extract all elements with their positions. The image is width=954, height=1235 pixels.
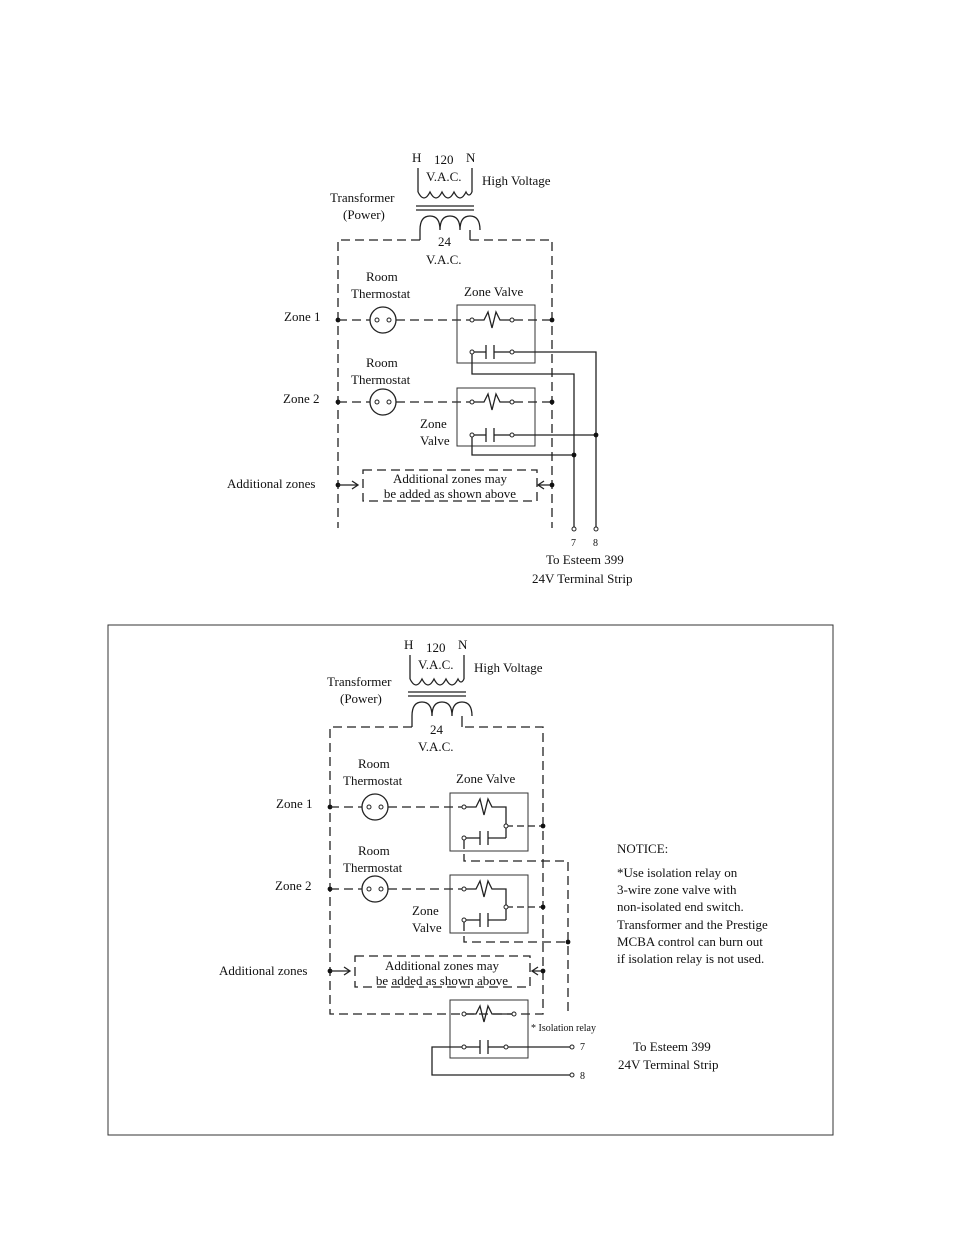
thermostat-1: [369, 306, 397, 334]
notice-line: 3-wire zone valve with: [617, 882, 737, 897]
wire-8: [514, 351, 597, 527]
label-zone-valve-2b: Valve: [420, 433, 450, 448]
label-24: 24: [438, 234, 452, 249]
bus-right: [470, 239, 553, 528]
note-additional-1: Additional zones may: [393, 471, 508, 486]
diagram-1: H 120 N V.A.C. High Voltage Transformer …: [227, 150, 632, 586]
diagram-2: H 120 N V.A.C. High Voltage Transformer …: [219, 637, 768, 1082]
label-terminal-strip: 24V Terminal Strip: [532, 571, 632, 586]
label-room-2: Room: [366, 355, 398, 370]
thermostat-2: [369, 388, 397, 416]
notice-line: non-isolated end switch.: [617, 899, 744, 914]
note-additional-2: be added as shown above: [384, 486, 516, 501]
label-zone-valve-1: Zone Valve: [464, 284, 524, 299]
notice-title: NOTICE:: [617, 841, 668, 856]
zone-valve-1: [456, 304, 536, 364]
notice-line: *Use isolation relay on: [617, 865, 738, 880]
label-additional-zones-2: Additional zones: [219, 963, 307, 978]
zone-valve-1-2: [449, 792, 544, 852]
label-additional-zones: Additional zones: [227, 476, 315, 491]
label-zone-1: Zone 1: [284, 309, 320, 324]
label-power-2: (Power): [340, 691, 382, 706]
label-vac-bottom-2: V.A.C.: [418, 739, 454, 754]
terminal-7: 7: [571, 538, 576, 549]
label-thermostat-1-2: Thermostat: [343, 773, 403, 788]
label-high-voltage: High Voltage: [482, 173, 551, 188]
label-vac-bottom: V.A.C.: [426, 252, 462, 267]
wire-7: [471, 354, 575, 527]
zone-valve-2: [456, 387, 536, 447]
label-transformer-2: Transformer: [327, 674, 392, 689]
bus-left: [337, 239, 420, 528]
notice-line: Transformer and the Prestige: [617, 917, 768, 932]
label-n: N: [466, 150, 476, 165]
label-thermostat-1: Thermostat: [351, 286, 411, 301]
isolation-relay: [449, 999, 529, 1059]
terminal-8-2: 8: [580, 1071, 585, 1082]
label-zone-2-2: Zone 2: [275, 878, 311, 893]
label-120-2: 120: [426, 640, 446, 655]
label-terminal-strip-2: 24V Terminal Strip: [618, 1057, 718, 1072]
label-room-1: Room: [366, 269, 398, 284]
label-to-esteem-2: To Esteem 399: [633, 1039, 711, 1054]
label-zone-valve-1-2: Zone Valve: [456, 771, 516, 786]
label-zone-valve-2a-2: Zone: [412, 903, 439, 918]
label-isolation-relay: * Isolation relay: [531, 1023, 596, 1034]
label-120: 120: [434, 152, 454, 167]
label-vac-top: V.A.C.: [426, 169, 462, 184]
terminal-7-2: 7: [580, 1042, 585, 1053]
zone-valve-2-2: [449, 874, 544, 934]
label-h-2: H: [404, 637, 413, 652]
thermostat-1-2: [361, 793, 389, 821]
label-vac-top-2: V.A.C.: [418, 657, 454, 672]
label-power: (Power): [343, 207, 385, 222]
label-room-2-2: Room: [358, 843, 390, 858]
label-zone-valve-2a: Zone: [420, 416, 447, 431]
label-24-2: 24: [430, 722, 444, 737]
label-n-2: N: [458, 637, 468, 652]
terminal-8: 8: [593, 538, 598, 549]
transformer-symbol: [416, 168, 481, 240]
bus-loop-2: [329, 726, 544, 1015]
note-additional-1-2: Additional zones may: [385, 958, 500, 973]
notice-line: MCBA control can burn out: [617, 934, 763, 949]
label-thermostat-2-2: Thermostat: [343, 860, 403, 875]
label-to-esteem: To Esteem 399: [546, 552, 624, 567]
note-additional-2-2: be added as shown above: [376, 973, 508, 988]
label-high-voltage-2: High Voltage: [474, 660, 543, 675]
label-zone-valve-2b-2: Valve: [412, 920, 442, 935]
notice-line: if isolation relay is not used.: [617, 951, 764, 966]
label-zone-1-2: Zone 1: [276, 796, 312, 811]
transformer-symbol-2: [408, 655, 473, 727]
label-transformer: Transformer: [330, 190, 395, 205]
label-room-1-2: Room: [358, 756, 390, 771]
thermostat-2-2: [361, 875, 389, 903]
label-thermostat-2: Thermostat: [351, 372, 411, 387]
label-h: H: [412, 150, 421, 165]
diagram-2-frame: [107, 624, 834, 1136]
label-zone-2: Zone 2: [283, 391, 319, 406]
